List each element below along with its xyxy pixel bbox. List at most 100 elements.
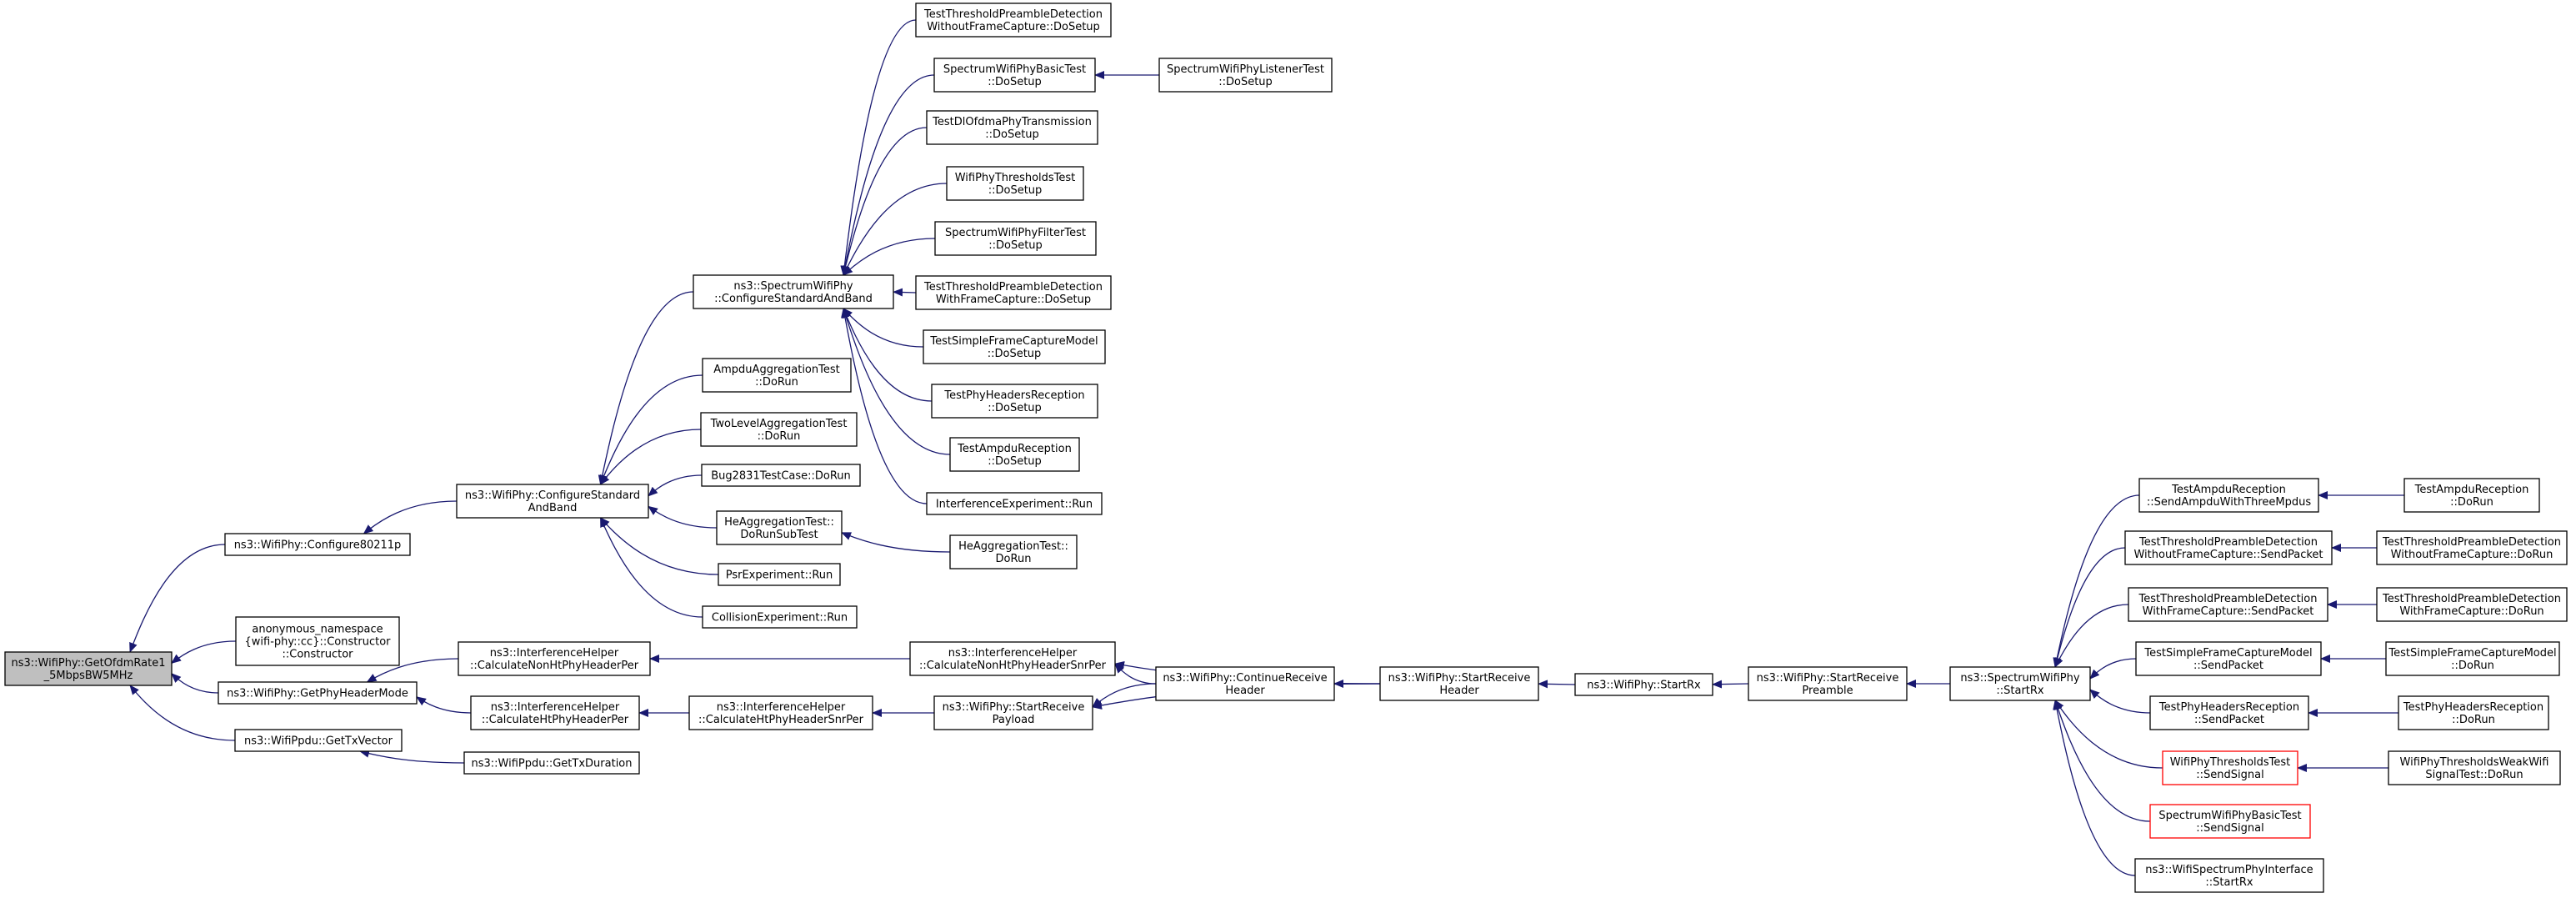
node-label-line: ::DoSetup [988, 239, 1043, 252]
node-box [1574, 673, 1713, 696]
node-simple-capture-setup[interactable]: TestSimpleFrameCaptureModel::DoSetup [923, 329, 1106, 364]
node-ampdu-reception-dorun[interactable]: TestAmpduReception::DoRun [2403, 478, 2540, 513]
node-label-line: ns3::WifiPhy::StartRx [1587, 680, 1701, 692]
node-threshold-with-capture-dorun[interactable]: TestThresholdPreambleDetectionWithFrameC… [2376, 587, 2568, 622]
edge-collision_experiment-to-configure_standard_and_band [599, 517, 703, 618]
edge-simple_capture_setup-to-spectrum_configure [843, 308, 924, 348]
edge-ampdu_reception_setup-to-spectrum_configure [842, 308, 951, 455]
nodes: ns3::WifiPhy::GetOfdmRate1_5MbpsBW5MHzns… [4, 3, 2568, 893]
node-ppdu-get-tx-vector[interactable]: ns3::WifiPpdu::GetTxVector [234, 729, 403, 752]
node-label-line: ::DoRun [2450, 496, 2493, 509]
node-box [463, 751, 640, 775]
node-label-line: ::DoSetup [988, 402, 1042, 414]
edge-spectrum_interface_start_rx-to-spectrum_start_rx [2053, 700, 2136, 876]
node-label-line: ::DoSetup [988, 184, 1043, 197]
node-he-aggregation-dorun[interactable]: HeAggregationTest::DoRun [949, 534, 1078, 569]
node-box [456, 484, 649, 519]
node-box [234, 729, 403, 752]
node-box [2134, 858, 2324, 893]
node-ampdu-reception-setup[interactable]: TestAmpduReception::DoSetup [949, 437, 1080, 472]
node-get-phy-header-mode[interactable]: ns3::WifiPhy::GetPhyHeaderMode [218, 681, 418, 705]
node-label-line: ::SendPacket [2193, 660, 2263, 672]
node-label-line: anonymous_namespace [252, 624, 383, 636]
node-thresholds-setup[interactable]: WifiPhyThresholdsTest::DoSetup [946, 166, 1084, 201]
node-headers-reception-setup[interactable]: TestPhyHeadersReception::DoSetup [931, 384, 1098, 419]
node-box [933, 58, 1096, 93]
edge-threshold_with_capture_setup-to-spectrum_configure [893, 288, 917, 297]
node-filter-setup[interactable]: SpectrumWifiPhyFilterTest::DoSetup [934, 221, 1097, 256]
node-dl-ofdma-setup[interactable]: TestDlOfdmaPhyTransmission::DoSetup [926, 110, 1098, 145]
node-calc-nonht-header-per[interactable]: ns3::InterferenceHelper::CalculateNonHtP… [458, 641, 651, 676]
node-calc-nonht-snr-per[interactable]: ns3::InterferenceHelper::CalculateNonHtP… [909, 641, 1116, 676]
node-ppdu-get-tx-duration[interactable]: ns3::WifiPpdu::GetTxDuration [463, 751, 640, 775]
node-thresholds-weak-dorun[interactable]: WifiPhyThresholdsWeakWifiSignalTest::DoR… [2388, 750, 2561, 785]
node-label-line: TestAmpduReception [957, 443, 1072, 455]
node-calc-ht-snr-per[interactable]: ns3::InterferenceHelper::CalculateHtPhyH… [688, 695, 873, 730]
edge-two_level_aggregation_test-to-configure_standard_and_band [599, 429, 702, 485]
node-label-line: WifiPhyThresholdsTest [955, 172, 1076, 184]
node-label-line: Bug2831TestCase::DoRun [711, 470, 851, 483]
node-label-line: TestThresholdPreambleDetection [2138, 536, 2318, 549]
node-spectrum-basic-send-signal[interactable]: SpectrumWifiPhyBasicTest::SendSignal [2149, 804, 2311, 839]
node-label-line: PsrExperiment::Run [726, 569, 833, 582]
node-headers-reception-send[interactable]: TestPhyHeadersReception::SendPacket [2149, 695, 2309, 730]
node-he-aggregation-subtest[interactable]: HeAggregationTest::DoRunSubTest [716, 510, 843, 545]
node-box [2128, 587, 2328, 622]
node-label-line: {wifi-phy::cc}::Constructor [245, 636, 392, 649]
node-label-line: TwoLevelAggregationTest [710, 418, 848, 430]
node-start-rx[interactable]: ns3::WifiPhy::StartRx [1574, 673, 1713, 696]
edge-get_phy_header_mode-to-root [171, 673, 219, 694]
node-configure-standard-and-band[interactable]: ns3::WifiPhy::ConfigureStandardAndBand [456, 484, 649, 519]
node-label-line: ns3::WifiPhy::ContinueReceive [1163, 672, 1327, 685]
node-threshold-wo-capture-dorun[interactable]: TestThresholdPreambleDetectionWithoutFra… [2376, 530, 2568, 565]
node-collision-experiment[interactable]: CollisionExperiment::Run [702, 605, 858, 629]
node-threshold-wo-capture-send[interactable]: TestThresholdPreambleDetectionWithoutFra… [2124, 530, 2333, 565]
edge-ampdu_aggregation_test-to-configure_standard_and_band [599, 374, 703, 485]
node-label-line: TestThresholdPreambleDetection [2382, 536, 2561, 549]
node-threshold-wo-capture-setup[interactable]: TestThresholdPreambleDetectionWithoutFra… [915, 3, 1112, 38]
node-label-line: WithFrameCapture::DoSetup [936, 293, 1091, 306]
node-headers-reception-dorun[interactable]: TestPhyHeadersReception::DoRun [2398, 695, 2549, 730]
node-label-line: ns3::SpectrumWifiPhy [1960, 672, 2079, 685]
node-threshold-with-capture-send[interactable]: TestThresholdPreambleDetectionWithFrameC… [2128, 587, 2328, 622]
node-label-line: SpectrumWifiPhyFilterTest [945, 227, 1086, 239]
node-threshold-with-capture-setup[interactable]: TestThresholdPreambleDetectionWithFrameC… [915, 275, 1112, 310]
node-calc-ht-header-per[interactable]: ns3::InterferenceHelper::CalculateHtPhyH… [470, 695, 640, 730]
node-thresholds-send-signal[interactable]: WifiPhyThresholdsTest::SendSignal [2162, 750, 2298, 785]
node-spectrum-configure[interactable]: ns3::SpectrumWifiPhy::ConfigureStandardA… [693, 274, 894, 309]
node-label-line: SignalTest::DoRun [2425, 769, 2523, 781]
node-label-line: ::CalculateNonHtPhyHeaderSnrPer [919, 660, 1107, 672]
node-label-line: ns3::WifiPpdu::GetTxVector [244, 735, 393, 748]
node-interference-experiment[interactable]: InterferenceExperiment::Run [926, 492, 1103, 515]
node-send-ampdu-three[interactable]: TestAmpduReception::SendAmpduWithThreeMp… [2138, 478, 2319, 513]
node-two-level-aggregation-test[interactable]: TwoLevelAggregationTest::DoRun [700, 412, 858, 447]
node-label-line: ns3::InterferenceHelper [948, 647, 1078, 660]
node-spectrum-basic-setup[interactable]: SpectrumWifiPhyBasicTest::DoSetup [933, 58, 1096, 93]
node-spectrum-interface-start-rx[interactable]: ns3::WifiSpectrumPhyInterface::StartRx [2134, 858, 2324, 893]
node-simple-capture-dorun[interactable]: TestSimpleFrameCaptureModel::DoRun [2385, 641, 2560, 676]
node-bug2831[interactable]: Bug2831TestCase::DoRun [701, 464, 861, 487]
node-box [2403, 478, 2540, 513]
node-simple-capture-send[interactable]: TestSimpleFrameCaptureModel::SendPacket [2135, 641, 2322, 676]
node-label-line: ns3::WifiPhy::StartReceive [1757, 672, 1899, 685]
edge-calc_ht_header_per-to-get_phy_header_mode [416, 696, 472, 714]
node-spectrum-start-rx[interactable]: ns3::SpectrumWifiPhy::StartRx [1949, 666, 2091, 701]
node-anon-ctor[interactable]: anonymous_namespace{wifi-phy::cc}::Const… [235, 616, 400, 666]
edge-spectrum_basic_setup-to-spectrum_configure [841, 74, 935, 276]
node-box [1158, 58, 1333, 93]
node-box [2376, 587, 2568, 622]
node-psr-experiment[interactable]: PsrExperiment::Run [718, 563, 841, 586]
node-label-line: Payload [993, 714, 1035, 726]
node-box [716, 510, 843, 545]
node-label-line: Preamble [1802, 685, 1853, 697]
node-spectrum-listener-setup[interactable]: SpectrumWifiPhyListenerTest::DoSetup [1158, 58, 1333, 93]
node-label-line: ns3::WifiPhy::GetPhyHeaderMode [227, 688, 408, 700]
node-label-line: ::DoSetup [988, 348, 1042, 360]
node-ampdu-aggregation-test[interactable]: AmpduAggregationTest::DoRun [702, 358, 852, 393]
edge-threshold_wo_capture_send-to-spectrum_start_rx [2053, 547, 2126, 668]
node-configure80211p[interactable]: ns3::WifiPhy::Configure80211p [224, 533, 411, 556]
